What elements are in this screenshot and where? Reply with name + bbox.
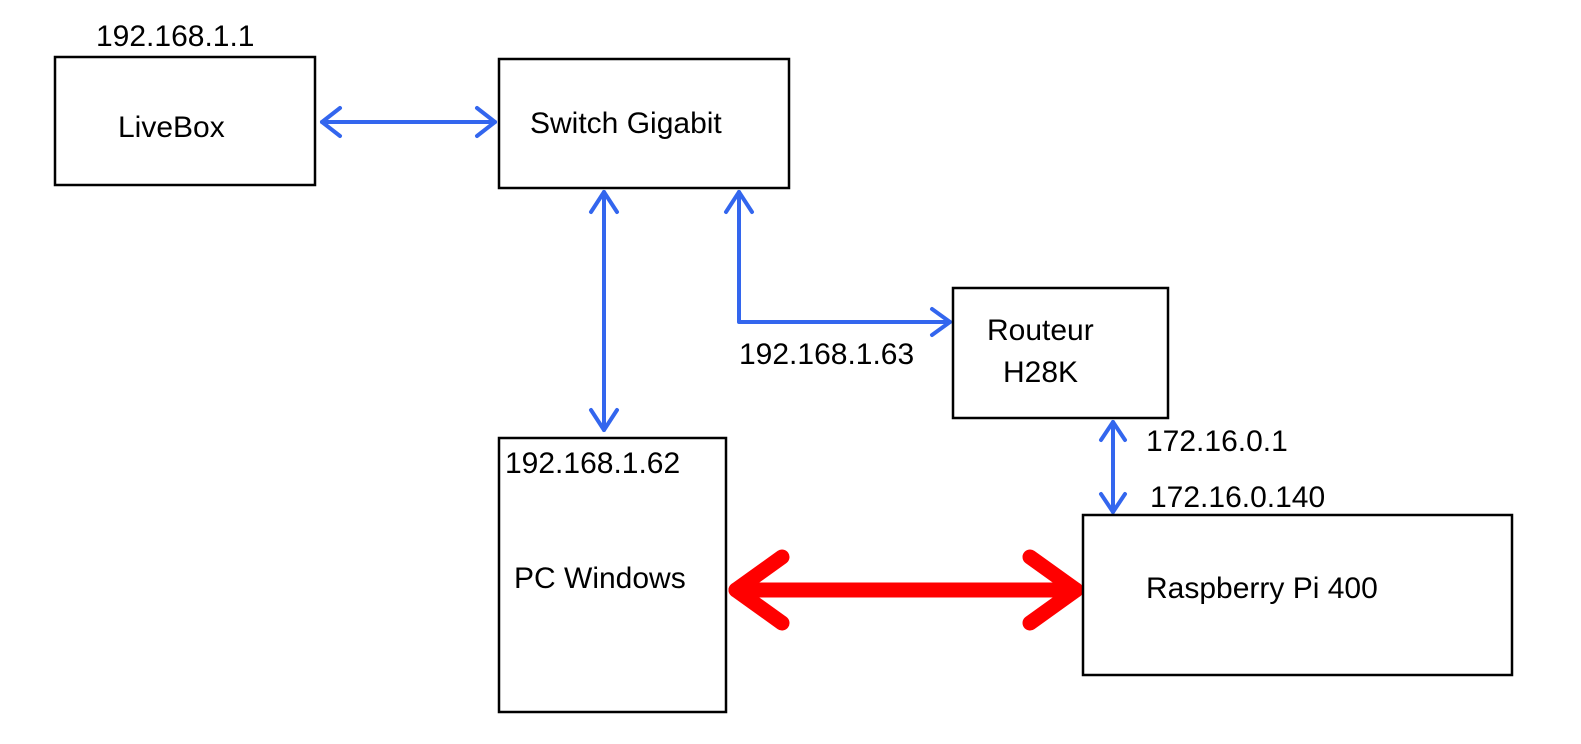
pc-ip: 192.168.1.62 — [505, 447, 680, 480]
link-pc-raspberry-highlight — [728, 549, 1084, 631]
pc-node: PC Windows — [497, 436, 728, 714]
link-switch-router — [724, 190, 952, 337]
link-switch-pc — [589, 190, 619, 432]
raspberry-ip: 172.16.0.140 — [1150, 481, 1325, 514]
livebox-node: LiveBox — [53, 55, 317, 187]
switch-node: Switch Gigabit — [497, 57, 791, 190]
router-label-line2: H28K — [1003, 356, 1078, 389]
livebox-ip: 192.168.1.1 — [96, 20, 254, 53]
router-lan-ip: 172.16.0.1 — [1146, 425, 1288, 458]
switch-label: Switch Gigabit — [530, 107, 722, 140]
link-router-raspberry — [1099, 420, 1127, 514]
livebox-label: LiveBox — [118, 111, 225, 144]
router-node: Routeur H28K — [951, 286, 1170, 420]
router-wan-ip: 192.168.1.63 — [739, 338, 914, 371]
router-label-line1: Routeur — [987, 314, 1094, 347]
raspberry-label: Raspberry Pi 400 — [1146, 572, 1378, 605]
pc-label: PC Windows — [514, 562, 686, 595]
links-layer — [320, 106, 1127, 631]
raspberry-node: Raspberry Pi 400 — [1081, 513, 1514, 677]
link-livebox-switch — [320, 106, 497, 138]
